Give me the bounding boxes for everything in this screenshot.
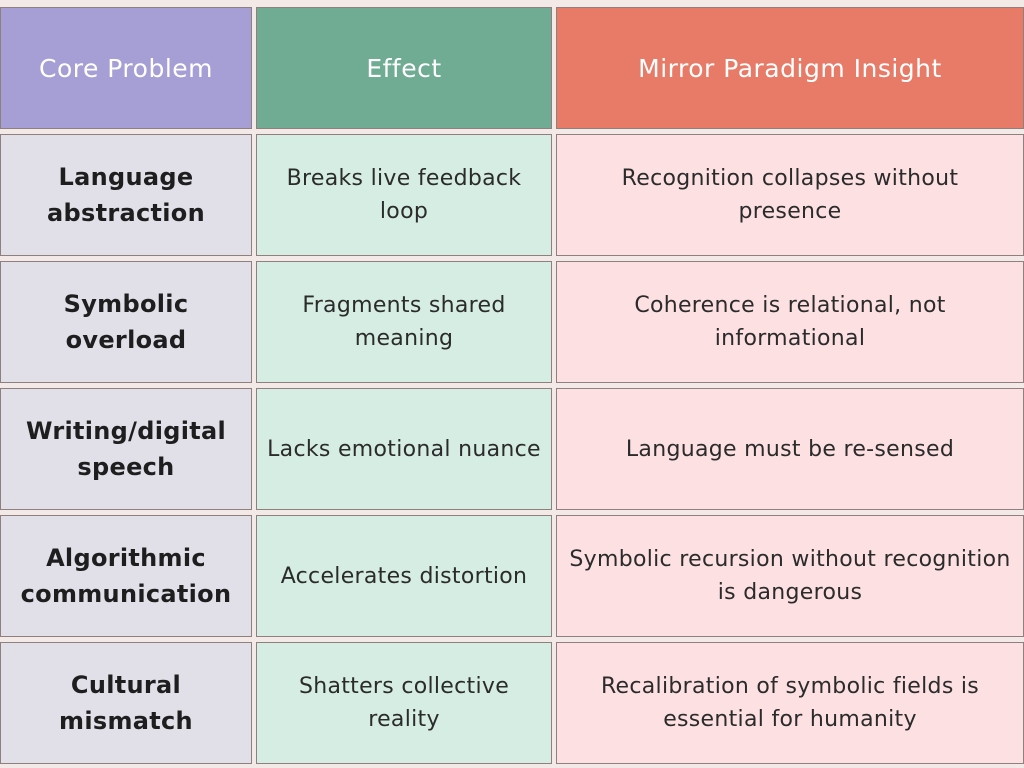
core-problem-cell: Algorithmic communication xyxy=(0,515,252,637)
core-problem-cell: Language abstraction xyxy=(0,134,252,256)
comparison-table: Core Problem Effect Mirror Paradigm Insi… xyxy=(0,7,1024,768)
effect-cell: Accelerates distortion xyxy=(256,515,552,637)
insight-cell: Recalibration of symbolic fields is esse… xyxy=(556,642,1024,764)
effect-cell: Fragments shared meaning xyxy=(256,261,552,383)
effect-cell: Breaks live feedback loop xyxy=(256,134,552,256)
core-problem-cell: Writing/digital speech xyxy=(0,388,252,510)
core-problem-cell: Symbolic overload xyxy=(0,261,252,383)
header-core-problem: Core Problem xyxy=(0,7,252,129)
core-problem-cell: Cultural mismatch xyxy=(0,642,252,764)
effect-cell: Shatters collective reality xyxy=(256,642,552,764)
effect-cell: Lacks emotional nuance xyxy=(256,388,552,510)
header-effect: Effect xyxy=(256,7,552,129)
insight-cell: Coherence is relational, not information… xyxy=(556,261,1024,383)
header-mirror-paradigm-insight: Mirror Paradigm Insight xyxy=(556,7,1024,129)
insight-cell: Recognition collapses without presence xyxy=(556,134,1024,256)
insight-cell: Language must be re-sensed xyxy=(556,388,1024,510)
insight-cell: Symbolic recursion without recognition i… xyxy=(556,515,1024,637)
